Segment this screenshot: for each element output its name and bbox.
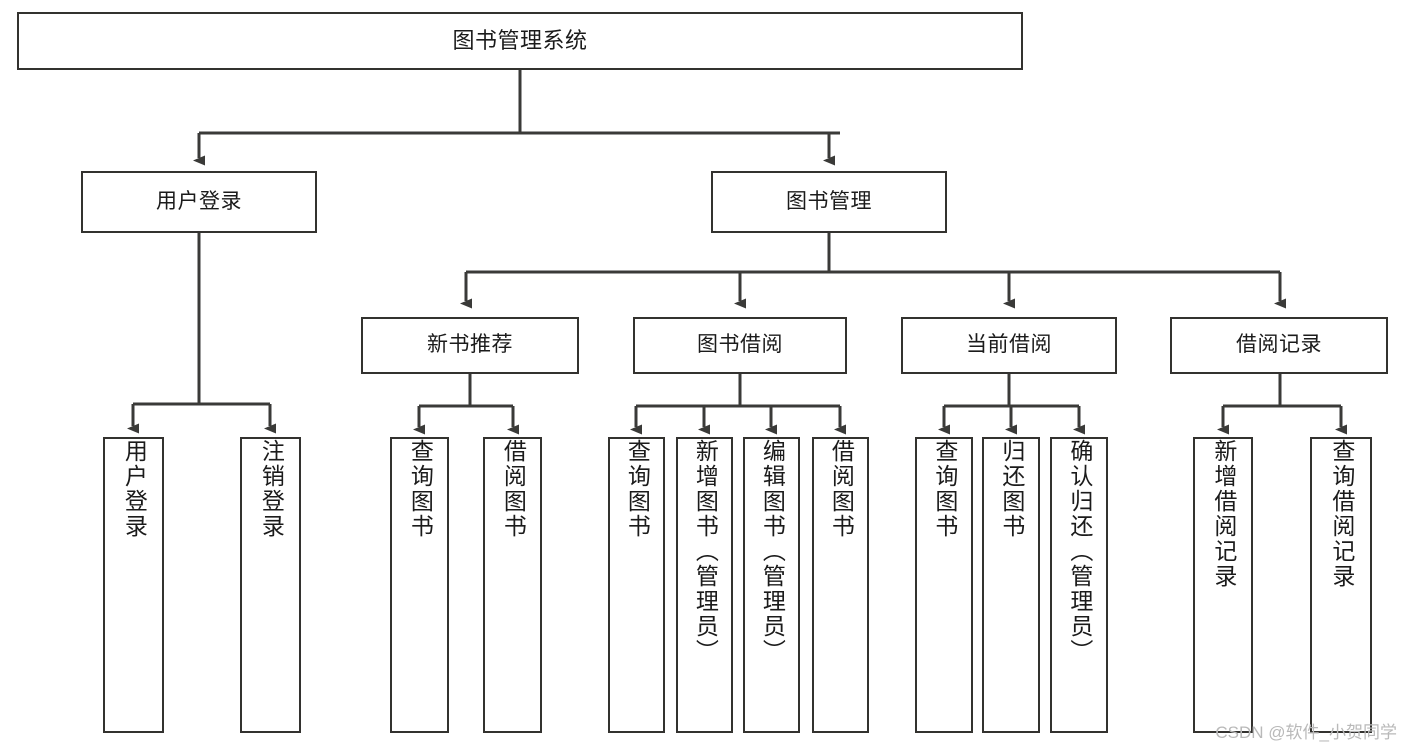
- node-leaf-query-record-label: 查询借阅记录: [1328, 439, 1355, 589]
- node-leaf-borrow-book-2[interactable]: 借阅图书: [812, 437, 869, 733]
- node-leaf-user-logout[interactable]: 注销登录: [240, 437, 301, 733]
- node-leaf-borrow-book-1-label: 借阅图书: [500, 439, 527, 539]
- node-current-borrow[interactable]: 当前借阅: [901, 317, 1117, 374]
- node-leaf-add-record[interactable]: 新增借阅记录: [1193, 437, 1253, 733]
- node-leaf-query-record[interactable]: 查询借阅记录: [1310, 437, 1372, 733]
- node-leaf-edit-book[interactable]: 编辑图书（管理员）: [743, 437, 800, 733]
- node-root[interactable]: 图书管理系统: [17, 12, 1023, 70]
- node-leaf-add-book-label: 新增图书（管理员）: [692, 439, 719, 664]
- node-leaf-query-book-1-label: 查询图书: [407, 439, 434, 539]
- node-new-book-recommend-label: 新书推荐: [427, 333, 513, 357]
- node-leaf-query-book-1[interactable]: 查询图书: [390, 437, 449, 733]
- node-leaf-user-logout-label: 注销登录: [258, 439, 285, 539]
- node-leaf-query-book-3[interactable]: 查询图书: [915, 437, 973, 733]
- node-leaf-return-book-label: 归还图书: [998, 439, 1025, 539]
- node-borrow-record[interactable]: 借阅记录: [1170, 317, 1388, 374]
- node-leaf-user-login[interactable]: 用户登录: [103, 437, 164, 733]
- node-leaf-confirm-return[interactable]: 确认归还（管理员）: [1050, 437, 1108, 733]
- node-leaf-borrow-book-2-label: 借阅图书: [828, 439, 855, 539]
- watermark: CSDN @软件_小贺同学: [1215, 723, 1397, 742]
- node-leaf-borrow-book-1[interactable]: 借阅图书: [483, 437, 542, 733]
- node-root-label: 图书管理系统: [452, 28, 588, 54]
- node-user-login[interactable]: 用户登录: [81, 171, 317, 233]
- node-leaf-return-book[interactable]: 归还图书: [982, 437, 1040, 733]
- node-book-manage-label: 图书管理: [786, 189, 872, 213]
- node-book-manage[interactable]: 图书管理: [711, 171, 947, 233]
- node-current-borrow-label: 当前借阅: [966, 333, 1052, 357]
- node-leaf-query-book-3-label: 查询图书: [931, 439, 958, 539]
- node-new-book-recommend[interactable]: 新书推荐: [361, 317, 579, 374]
- node-leaf-query-book-2[interactable]: 查询图书: [608, 437, 665, 733]
- node-user-login-label: 用户登录: [156, 189, 242, 213]
- node-leaf-add-book[interactable]: 新增图书（管理员）: [676, 437, 733, 733]
- node-book-borrow-label: 图书借阅: [697, 333, 783, 357]
- node-leaf-add-record-label: 新增借阅记录: [1210, 439, 1237, 589]
- node-leaf-confirm-return-label: 确认归还（管理员）: [1066, 439, 1093, 664]
- node-leaf-user-login-label: 用户登录: [121, 439, 148, 539]
- node-borrow-record-label: 借阅记录: [1236, 333, 1322, 357]
- node-leaf-query-book-2-label: 查询图书: [624, 439, 651, 539]
- node-book-borrow[interactable]: 图书借阅: [633, 317, 847, 374]
- node-leaf-edit-book-label: 编辑图书（管理员）: [759, 439, 786, 664]
